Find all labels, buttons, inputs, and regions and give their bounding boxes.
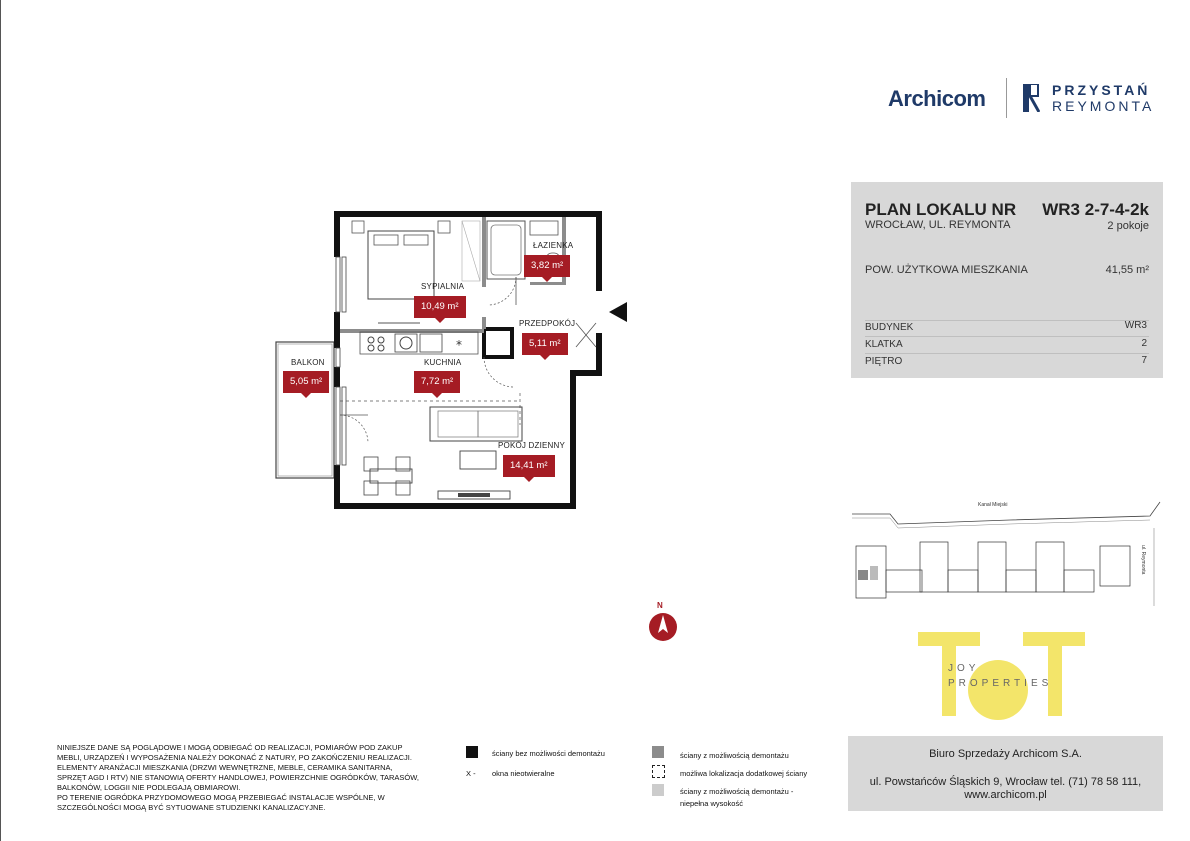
sales-office-website[interactable]: www.archicom.pl — [964, 789, 1047, 801]
legend-fixed-windows: okna nieotwieralne — [492, 769, 555, 778]
przystan-logo-line2: REYMONTA — [1052, 98, 1155, 114]
svg-text:*: * — [456, 338, 462, 352]
site-map — [852, 501, 1161, 606]
legend-partial-walls: ściany z możliwością demontażu - — [680, 787, 794, 796]
legend-swatch-fixed-walls — [466, 746, 478, 758]
joy-logo-line1: JOY — [948, 663, 980, 674]
usable-area-label: POW. UŻYTKOWA MIESZKANIA — [865, 264, 1028, 276]
legend-swatch-removable-walls — [652, 746, 664, 758]
staircase-value: 2 — [1141, 338, 1147, 349]
room-count: 2 pokoje — [1107, 220, 1149, 232]
page-edge-rule — [0, 0, 1, 841]
area-tag-bedroom: 10,49 m² — [414, 296, 466, 323]
room-label-balcony: BALKON — [291, 358, 325, 367]
disclaimer-line: SZCZEGÓLNOŚCI MOGĄ BYĆ SYTUOWANE STUDZIE… — [57, 803, 326, 812]
floor-plan: * — [275, 211, 602, 509]
apartment-info-panel: PLAN LOKALU NR WR3 2-7-4-2k WROCŁAW, UL.… — [851, 182, 1163, 378]
legend-swatch-fixed-windows: X - — [466, 769, 476, 778]
usable-area-value: 41,55 m² — [1105, 264, 1149, 276]
disclaimer: NINIEJSZE DANE SĄ POGLĄDOWE I MOGĄ ODBIE… — [57, 743, 437, 813]
disclaimer-line: PO TERENIE OGRÓDKA PRZYDOMOWEGO MOGĄ PRZ… — [57, 793, 385, 802]
room-label-hallway: PRZEDPOKÓJ — [519, 319, 576, 328]
compass-north-label: N — [657, 601, 663, 610]
area-tag-living-room: 14,41 m² — [503, 455, 555, 482]
disclaimer-line: MEBLI, URZĄDZEŃ I WYPOSAŻENIA NALEŻY DOK… — [57, 753, 412, 762]
floor-value: 7 — [1141, 355, 1147, 366]
sales-office-box: Biuro Sprzedaży Archicom S.A. ul. Powsta… — [848, 736, 1163, 811]
floor-label: PIĘTRO — [865, 356, 903, 367]
plan-title: PLAN LOKALU NR — [865, 200, 1017, 219]
room-label-kitchen: KUCHNIA — [424, 358, 462, 367]
room-label-living-room: POKÓJ DZIENNY — [498, 441, 566, 450]
info-separator — [865, 336, 1149, 337]
compass-icon — [649, 613, 677, 641]
room-label-bathroom: ŁAZIENKA — [533, 241, 574, 250]
area-tag-balcony: 5,05 m² — [283, 371, 330, 398]
disclaimer-line: SPRZĘT AGD I RTV) NIE STANOWIĄ OFERTY HA… — [57, 773, 419, 782]
joy-properties-logo — [918, 632, 1085, 720]
przystan-logo-line1: PRZYSTAŃ — [1052, 82, 1151, 98]
disclaimer-line: ELEMENTY ARANŻACJI MIESZKANIA (DRZWI WEW… — [57, 763, 393, 772]
site-map-canal-label: Kanał Miejski — [978, 502, 1008, 508]
archicom-logo: Archicom — [888, 86, 986, 111]
legend-swatch-partial-walls — [652, 784, 664, 796]
area-tag-hallway: 5,11 m² — [522, 333, 568, 360]
legend-swatch-possible-wall — [652, 765, 665, 778]
area-tag-kitchen: 7,72 m² — [414, 371, 461, 398]
sales-office-address: ul. Powstańców Śląskich 9, Wrocław tel. … — [869, 776, 1142, 788]
building-value: WR3 — [1124, 320, 1147, 331]
info-separator — [865, 320, 1149, 321]
site-map-street-label: ul. Reymonta — [1140, 545, 1146, 575]
staircase-label: KLATKA — [865, 339, 903, 350]
entrance-arrow-icon — [609, 302, 627, 322]
disclaimer-line: BALKONÓW, LOGGII NIE PODLEGAJĄ OBMIAROWI… — [57, 783, 241, 792]
building-label: BUDYNEK — [865, 322, 914, 333]
room-label-bedroom: SYPIALNIA — [421, 282, 465, 291]
apartment-code: WR3 2-7-4-2k — [1042, 200, 1149, 219]
joy-logo-line2: PROPERTIES — [948, 678, 1053, 689]
legend-removable-walls: ściany z możliwością demontażu — [680, 751, 789, 760]
apartment-location: WROCŁAW, UL. REYMONTA — [865, 219, 1011, 231]
przystan-logo-icon — [1023, 84, 1040, 112]
disclaimer-line: NINIEJSZE DANE SĄ POGLĄDOWE I MOGĄ ODBIE… — [57, 743, 403, 752]
sales-office-name: Biuro Sprzedaży Archicom S.A. — [929, 748, 1082, 760]
legend-fixed-walls: ściany bez możliwości demontażu — [492, 749, 605, 758]
legend-partial-walls-line2: niepełna wysokość — [680, 799, 743, 808]
info-separator — [865, 353, 1149, 354]
legend-possible-wall: możliwa lokalizacja dodatkowej ściany — [680, 769, 808, 778]
logo-divider — [1006, 78, 1007, 118]
area-tag-bathroom: 3,82 m² — [524, 255, 571, 282]
